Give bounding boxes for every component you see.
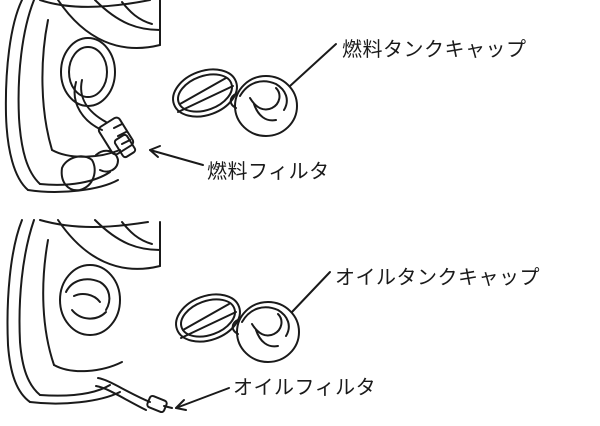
oil-pointer-lines (175, 271, 331, 411)
fuel-tank-cap-label: 燃料タンクキャップ (342, 37, 527, 61)
fuel-pointer-lines (149, 43, 337, 166)
fuel-filter-shape (97, 116, 137, 159)
oil-filter-shape (95, 377, 173, 414)
fuel-hose (73, 79, 107, 131)
oil-filter-label: オイルフィルタ (233, 375, 377, 399)
fuel-tank-body (4, 0, 161, 193)
oil-tank-opening (59, 264, 121, 336)
oil-tank-cap-label: オイルタンクキャップ (335, 265, 540, 289)
oil-tank-body (6, 219, 161, 405)
oil-tank-cap-drawing (175, 293, 300, 363)
fuel-tank-lower-part (60, 149, 119, 192)
fuel-filter-label: 燃料フィルタ (207, 159, 330, 183)
fuel-tank-cap-drawing (172, 68, 298, 137)
fuel-tank-opening (60, 37, 116, 107)
